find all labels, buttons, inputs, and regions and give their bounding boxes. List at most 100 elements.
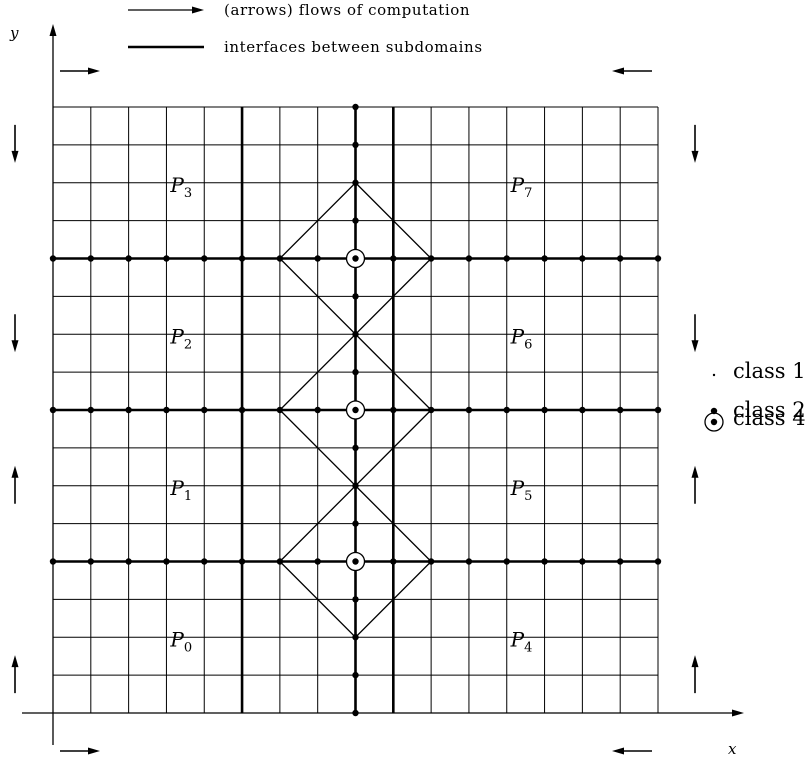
class2-point [87, 406, 95, 414]
y-axis-arrowhead [49, 24, 57, 36]
class2-point [541, 558, 548, 565]
class2-point [276, 558, 284, 565]
subdomain-label-p2: P2 [169, 324, 192, 352]
subdomain-label-p5: P5 [510, 476, 533, 504]
subdomain-label-p3: P3 [169, 173, 192, 201]
class2-point [352, 179, 359, 186]
class2-point [49, 255, 57, 262]
flow-arrow-bottom-right-head [612, 747, 624, 755]
subdomain-label-p4: P4 [510, 627, 533, 655]
class4-center [352, 406, 359, 414]
class4-label: class 4 [733, 406, 806, 430]
flow-arrow-right-up-head [691, 655, 699, 668]
class2-point [87, 255, 95, 262]
class2-point [314, 255, 321, 262]
class2-point [654, 255, 662, 262]
class2-point [616, 255, 624, 262]
flow-arrow-bottom-left-head [88, 747, 100, 755]
flow-arrow-left-up-head [11, 655, 19, 668]
class2-point [579, 255, 586, 262]
class2-point [352, 368, 359, 376]
class2-point [465, 558, 473, 565]
y-axis-label: y [9, 24, 19, 42]
flow-arrow-left-down-head [11, 340, 19, 353]
legend-arrow-sample [128, 6, 204, 14]
class4-symbol [704, 412, 724, 432]
class2-point [238, 255, 246, 262]
class-legend: class 1 class 2 class 4 [704, 359, 806, 432]
class2-point [352, 709, 359, 717]
class2-point [352, 331, 359, 338]
class2-point [427, 406, 435, 414]
class4-center [352, 558, 359, 565]
class2-point [352, 671, 359, 679]
class2-point [352, 141, 359, 149]
class2-point [427, 255, 435, 262]
flow-arrow-top-right-head [612, 67, 624, 75]
flow-arrow-left-down-head [11, 150, 19, 163]
class2-point [276, 406, 284, 414]
class2-point [465, 406, 473, 414]
class2-point [541, 255, 548, 262]
class4-center [352, 255, 359, 262]
class2-point [352, 520, 359, 527]
class2-point [616, 558, 624, 565]
flow-arrows [11, 67, 699, 755]
class2-point [314, 406, 321, 414]
class2-point [352, 217, 359, 224]
flow-arrow-right-down-head [691, 340, 699, 353]
subdomain-label-p1: P1 [169, 476, 192, 504]
class2-point [238, 406, 246, 414]
flow-arrow-right-up-head [691, 465, 699, 478]
class2-point [390, 406, 397, 414]
class2-point [579, 558, 586, 565]
flow-arrow-right-down-head [691, 150, 699, 163]
class2-point [125, 406, 132, 414]
class2-label: class 2 [733, 398, 806, 422]
class2-point [163, 406, 170, 414]
class2-point [49, 558, 57, 565]
class4-point [345, 248, 366, 269]
class2-point [163, 558, 170, 565]
class2-point [427, 558, 435, 565]
class2-point [352, 596, 359, 603]
class2-point [390, 255, 397, 262]
class2-point [238, 558, 246, 565]
class2-point [503, 558, 510, 565]
x-axis-label: x [728, 740, 737, 758]
class2-point [352, 482, 359, 489]
axes: x y [9, 24, 744, 758]
class2-point [352, 444, 359, 452]
subdomain-label-p7: P7 [510, 173, 533, 201]
flow-arrow-top-left-head [88, 67, 100, 75]
legend: (arrows) flows of computation interfaces… [128, 1, 483, 56]
class2-point [125, 558, 132, 565]
class2-point [390, 558, 397, 565]
class2-point [503, 406, 510, 414]
legend-arrows-text: (arrows) flows of computation [224, 1, 470, 19]
class2-point [87, 558, 95, 565]
class2-point [352, 103, 359, 111]
legend-interfaces-text: interfaces between subdomains [224, 38, 483, 56]
class2-point [616, 406, 624, 414]
class2-point [465, 255, 473, 262]
class1-symbol [712, 373, 716, 377]
class2-point [541, 406, 548, 414]
class2-point [352, 634, 359, 641]
class2-point [314, 558, 321, 565]
class2-point [201, 255, 208, 262]
class2-point [579, 406, 586, 414]
class4-point [345, 551, 366, 572]
class2-point [654, 558, 662, 565]
class2-point [276, 255, 284, 262]
class2-point [503, 255, 510, 262]
class2-point [201, 558, 208, 565]
class4-point [345, 400, 366, 420]
class2-point [352, 293, 359, 300]
subdomain-label-p6: P6 [510, 324, 533, 352]
class2-point [201, 406, 208, 414]
grid-points [49, 103, 662, 717]
class1-label: class 1 [733, 359, 806, 383]
